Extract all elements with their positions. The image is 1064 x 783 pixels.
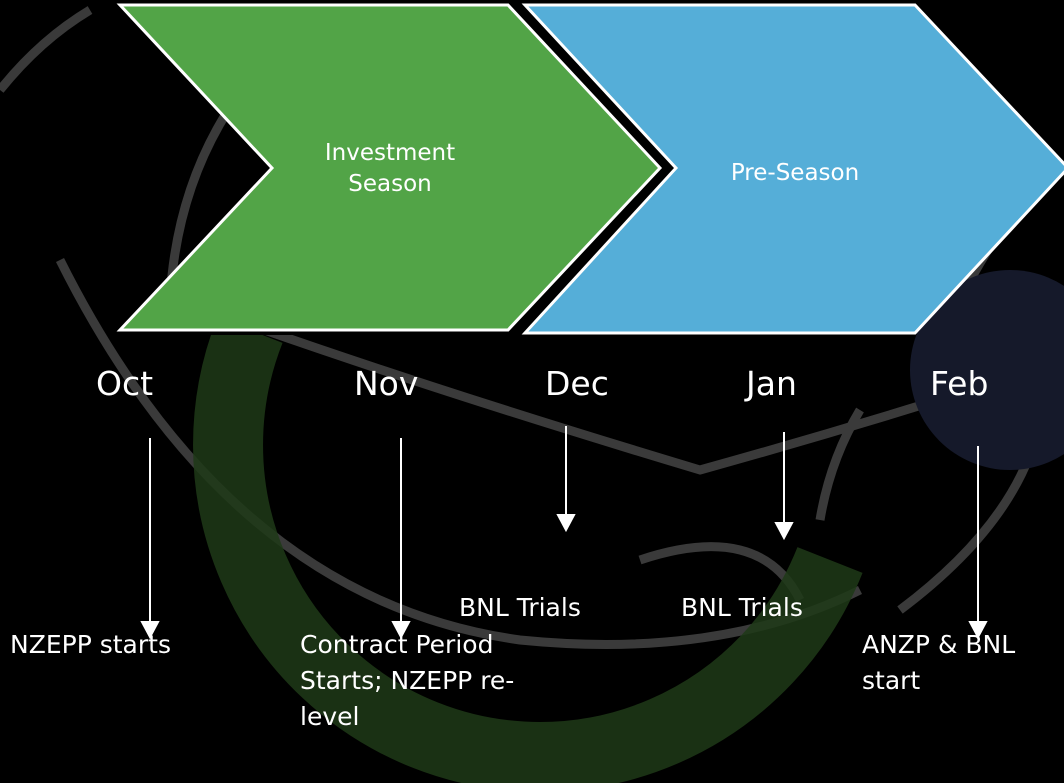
event-dec-line1: BNL Trials <box>459 593 581 622</box>
arrow-jan-head <box>774 522 794 541</box>
event-feb-line1: ANZP & BNL <box>862 630 1016 659</box>
investment-season-line1: Investment <box>324 140 456 166</box>
arrow-feb-head <box>968 621 988 640</box>
navy-circle <box>910 270 1064 470</box>
chevron-pre-season <box>521 3 1064 335</box>
event-nov-line3: level <box>300 702 360 731</box>
investment-season-label: Investment Season <box>290 138 490 200</box>
event-jan-line1: BNL Trials <box>681 593 803 622</box>
event-nov-line2: Starts; NZEPP re- <box>300 666 515 695</box>
arrow-dec-head <box>556 514 576 533</box>
month-nov: Nov <box>354 364 419 403</box>
pre-season-label: Pre-Season <box>690 158 900 189</box>
month-dec: Dec <box>545 364 609 403</box>
month-feb: Feb <box>930 364 989 403</box>
month-jan: Jan <box>746 364 797 403</box>
chevron-investment-season <box>116 3 663 332</box>
arrows <box>140 426 988 640</box>
event-oct-line1: NZEPP starts <box>10 630 171 659</box>
month-oct: Oct <box>96 364 154 403</box>
event-dec: BNL Trials <box>459 590 581 626</box>
investment-season-line2: Season <box>348 171 432 197</box>
event-jan: BNL Trials <box>681 590 803 626</box>
pre-season-line1: Pre-Season <box>730 160 860 186</box>
event-nov: Contract Period Starts; NZEPP re- level <box>300 627 514 735</box>
arrow-nov-head <box>391 621 411 640</box>
event-nov-line1: Contract Period <box>300 630 494 659</box>
green-arc <box>193 317 863 783</box>
event-feb: ANZP & BNL start <box>862 627 1015 699</box>
event-oct: NZEPP starts <box>10 627 171 663</box>
event-feb-line2: start <box>862 666 921 695</box>
arrow-oct-head <box>140 621 160 640</box>
